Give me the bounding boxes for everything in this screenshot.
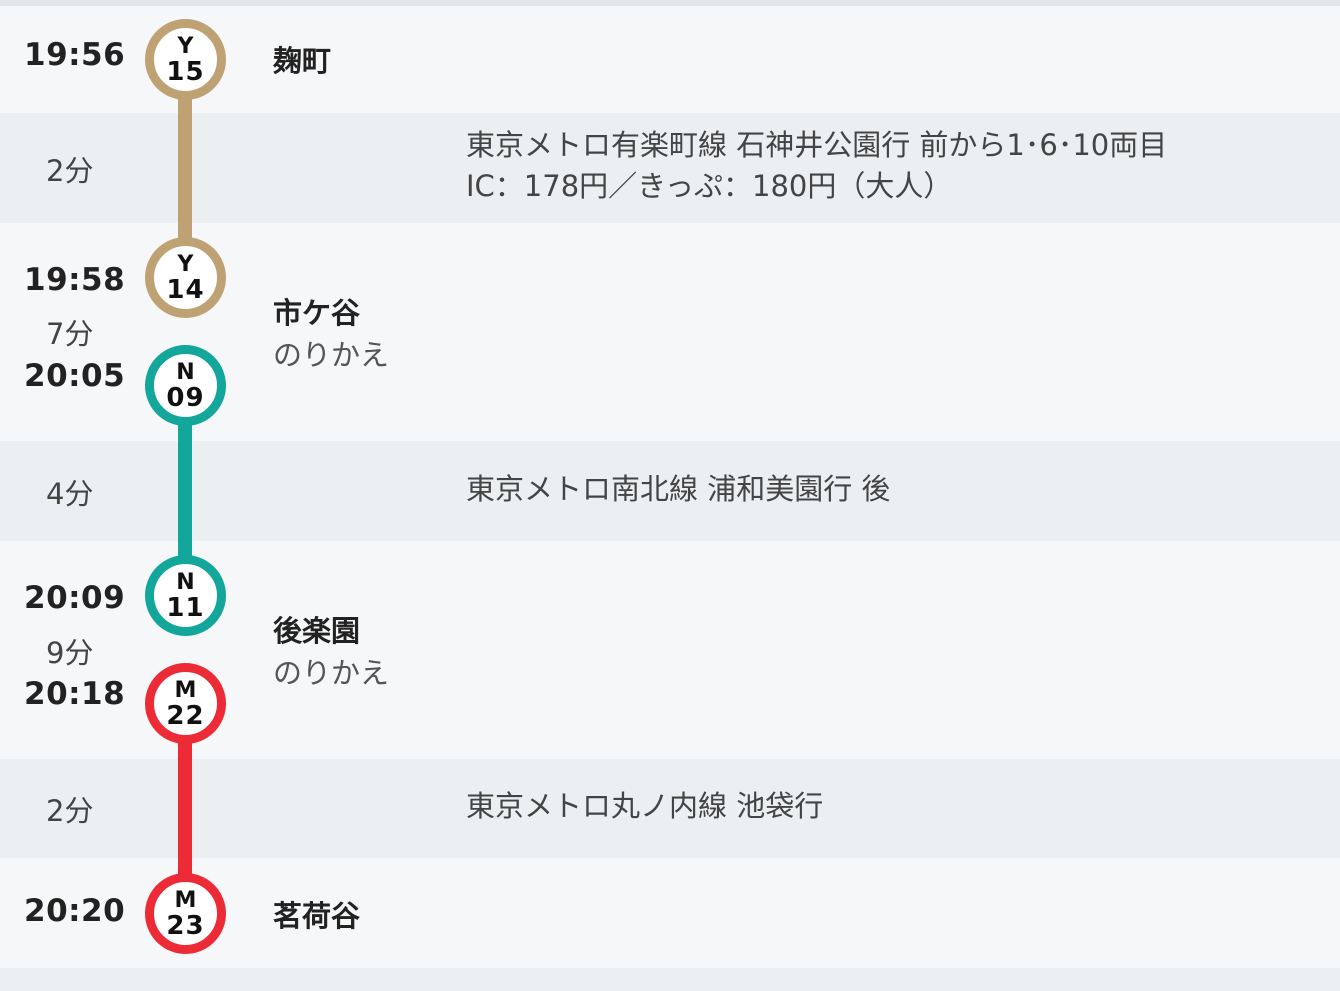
badge-station-number: 23 bbox=[166, 910, 205, 941]
transfer-wait: 7分 bbox=[46, 317, 94, 351]
departure-time: 19:56 bbox=[24, 37, 126, 73]
station-name[interactable]: 後楽園 bbox=[273, 614, 361, 648]
station-number-badge: Y 15 bbox=[145, 19, 226, 100]
station-name[interactable]: 麹町 bbox=[273, 44, 332, 78]
ride-duration: 4分 bbox=[46, 477, 94, 511]
station-number-badge: M 23 bbox=[145, 873, 226, 954]
departure-time: 20:05 bbox=[24, 358, 126, 394]
namboku-route-line bbox=[178, 418, 192, 598]
badge-line-letter: Y bbox=[177, 33, 194, 59]
station-number-badge: N 11 bbox=[145, 555, 226, 636]
station-number-badge: Y 14 bbox=[145, 237, 226, 318]
transfer-wait: 9分 bbox=[46, 636, 94, 670]
segment-row-3 bbox=[0, 759, 1340, 858]
badge-line-letter: Y bbox=[177, 251, 194, 277]
ride-duration: 2分 bbox=[46, 154, 94, 188]
badge-station-number: 14 bbox=[166, 274, 205, 305]
badge-station-number: 22 bbox=[166, 700, 205, 731]
departure-time: 20:18 bbox=[24, 676, 126, 712]
top-divider bbox=[0, 0, 1340, 6]
badge-line-letter: N bbox=[176, 569, 195, 595]
train-info-text: 東京メトロ南北線 浦和美園行 後 bbox=[466, 472, 891, 506]
arrival-time: 20:09 bbox=[24, 580, 126, 616]
transfer-label: のりかえ bbox=[273, 338, 390, 372]
line-info[interactable]: 東京メトロ丸ノ内線 池袋行 bbox=[466, 786, 823, 827]
station-name[interactable]: 市ケ谷 bbox=[273, 296, 361, 330]
badge-line-letter: M bbox=[174, 887, 197, 913]
marunouchi-route-line bbox=[178, 736, 192, 911]
badge-station-number: 09 bbox=[166, 382, 205, 413]
station-name[interactable]: 茗荷谷 bbox=[273, 899, 361, 933]
arrival-time: 20:20 bbox=[24, 893, 126, 929]
train-info-text: 東京メトロ有楽町線 石神井公園行 前から1･6･10両目 bbox=[466, 128, 1168, 162]
segment-row-2 bbox=[0, 441, 1340, 541]
station-number-badge: M 22 bbox=[145, 663, 226, 744]
badge-line-letter: N bbox=[176, 359, 195, 385]
badge-station-number: 11 bbox=[166, 592, 205, 623]
train-info-text: 東京メトロ丸ノ内線 池袋行 bbox=[466, 789, 824, 823]
transfer-label: のりかえ bbox=[273, 656, 390, 690]
segment-row-1 bbox=[0, 113, 1340, 223]
yurakucho-route-line bbox=[178, 92, 192, 257]
station-number-badge: N 09 bbox=[145, 345, 226, 426]
line-info[interactable]: 東京メトロ南北線 浦和美園行 後 bbox=[466, 469, 890, 510]
arrival-time: 19:58 bbox=[24, 262, 126, 298]
line-info[interactable]: 東京メトロ有楽町線 石神井公園行 前から1･6･10両目 IC：178円／きっぷ… bbox=[466, 125, 1167, 207]
badge-line-letter: M bbox=[174, 677, 197, 703]
fare-text: IC：178円／きっぷ：180円（大人） bbox=[466, 169, 953, 203]
badge-station-number: 15 bbox=[166, 56, 205, 87]
ride-duration: 2分 bbox=[46, 794, 94, 828]
bottom-divider bbox=[0, 968, 1340, 991]
